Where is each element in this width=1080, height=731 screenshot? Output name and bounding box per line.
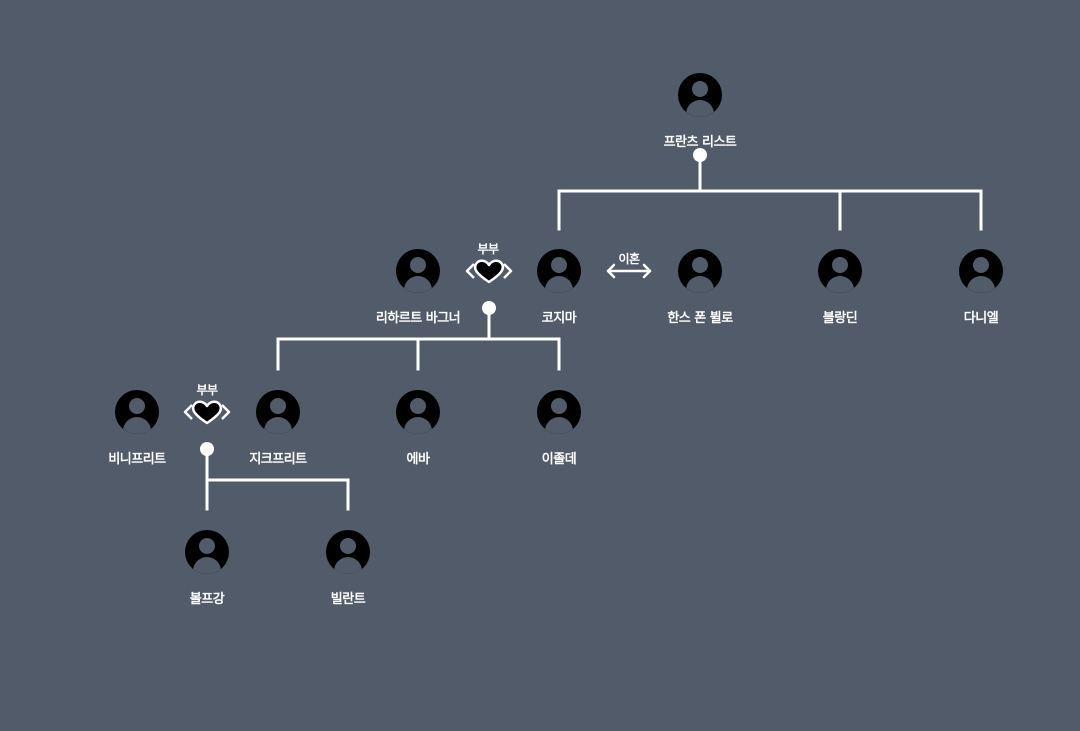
person-icon: [537, 390, 581, 434]
person-franz[interactable]: 프란츠 리스트: [635, 73, 765, 150]
person-wieland[interactable]: 빌란트: [283, 530, 413, 607]
double-arrow-icon: [606, 263, 652, 279]
person-name: 리하르트 바그너: [375, 311, 461, 326]
person-name: 프란츠 리스트: [663, 135, 737, 150]
person-name: 비니프리트: [108, 452, 166, 467]
person-name: 한스 폰 뷜로: [667, 311, 733, 326]
person-name: 에바: [406, 452, 430, 467]
person-icon: [678, 73, 722, 117]
person-icon: [959, 249, 1003, 293]
person-eva[interactable]: 에바: [353, 390, 483, 467]
person-name: 이졸데: [541, 452, 577, 467]
person-daniel[interactable]: 다니엘: [916, 249, 1046, 326]
person-icon: [678, 249, 722, 293]
junction-dot-couple1: [482, 301, 496, 315]
person-icon: [396, 390, 440, 434]
person-cosima[interactable]: 코지마: [494, 249, 624, 326]
person-richard[interactable]: 리하르트 바그너: [353, 249, 483, 326]
person-icon: [115, 390, 159, 434]
divorce-label: 이혼: [618, 252, 640, 266]
person-wolfgang[interactable]: 볼프강: [142, 530, 272, 607]
person-icon: [256, 390, 300, 434]
person-icon: [818, 249, 862, 293]
person-siegfried[interactable]: 지크프리트: [213, 390, 343, 467]
person-name: 지크프리트: [249, 452, 307, 467]
person-name: 코지마: [541, 311, 577, 326]
junction-dot-couple2: [200, 442, 214, 456]
person-name: 블랑딘: [822, 311, 858, 326]
person-name: 빌란트: [330, 592, 366, 607]
person-hans[interactable]: 한스 폰 뷜로: [635, 249, 765, 326]
person-winifred[interactable]: 비니프리트: [72, 390, 202, 467]
couple-label-2: 부부: [196, 383, 218, 397]
couple-label-1: 부부: [477, 242, 499, 256]
heart-icon: [183, 400, 231, 425]
person-name: 볼프강: [189, 592, 225, 607]
person-icon: [326, 530, 370, 574]
person-icon: [396, 249, 440, 293]
junction-dot-franz: [693, 148, 707, 162]
person-blandine[interactable]: 블랑딘: [775, 249, 905, 326]
heart-icon: [465, 259, 513, 284]
person-isolde[interactable]: 이졸데: [494, 390, 624, 467]
person-icon: [537, 249, 581, 293]
person-icon: [185, 530, 229, 574]
person-name: 다니엘: [963, 311, 999, 326]
